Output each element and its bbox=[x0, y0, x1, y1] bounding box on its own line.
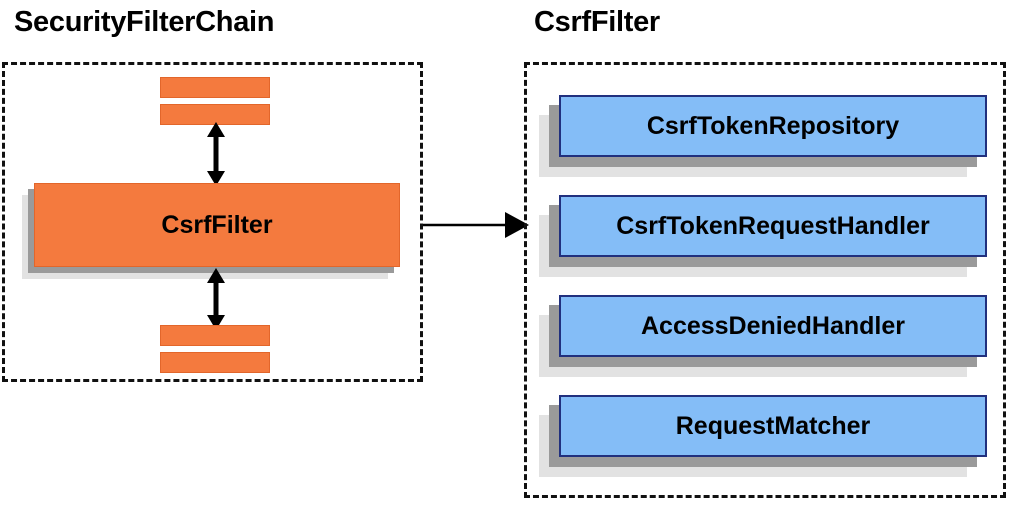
collaborator-face: CsrfTokenRequestHandler bbox=[559, 195, 987, 257]
collaborator-label: CsrfTokenRepository bbox=[646, 111, 900, 140]
filter-bar-below-2 bbox=[160, 352, 270, 373]
csrf-filter-block-label: CsrfFilter bbox=[161, 210, 273, 239]
panel-security-filter-chain bbox=[2, 62, 423, 382]
filter-bar-below-1 bbox=[160, 325, 270, 346]
chain-to-csrf-arrow bbox=[423, 212, 529, 238]
collaborator-face: CsrfTokenRepository bbox=[559, 95, 987, 157]
collaborator-label: RequestMatcher bbox=[675, 411, 871, 440]
lower-link-arrow bbox=[207, 268, 225, 330]
panel-title-csrf-filter: CsrfFilter bbox=[534, 6, 660, 38]
collaborator-label: AccessDeniedHandler bbox=[640, 311, 905, 340]
csrf-filter-block-face: CsrfFilter bbox=[34, 183, 400, 267]
panel-title-security-filter-chain: SecurityFilterChain bbox=[14, 6, 275, 38]
collaborator-label: CsrfTokenRequestHandler bbox=[616, 211, 930, 240]
collaborator-csrf-token-repository[interactable]: CsrfTokenRepository bbox=[539, 95, 987, 177]
collaborator-face: RequestMatcher bbox=[559, 395, 987, 457]
collaborator-face: AccessDeniedHandler bbox=[559, 295, 987, 357]
csrf-filter-block[interactable]: CsrfFilter bbox=[22, 183, 400, 279]
collaborator-csrf-token-request-handler[interactable]: CsrfTokenRequestHandler bbox=[539, 195, 987, 277]
collaborator-request-matcher[interactable]: RequestMatcher bbox=[539, 395, 987, 477]
filter-bar-above-1 bbox=[160, 77, 270, 98]
collaborator-access-denied-handler[interactable]: AccessDeniedHandler bbox=[539, 295, 987, 377]
upper-link-arrow bbox=[207, 122, 225, 186]
panel-csrf-filter bbox=[524, 62, 1006, 498]
